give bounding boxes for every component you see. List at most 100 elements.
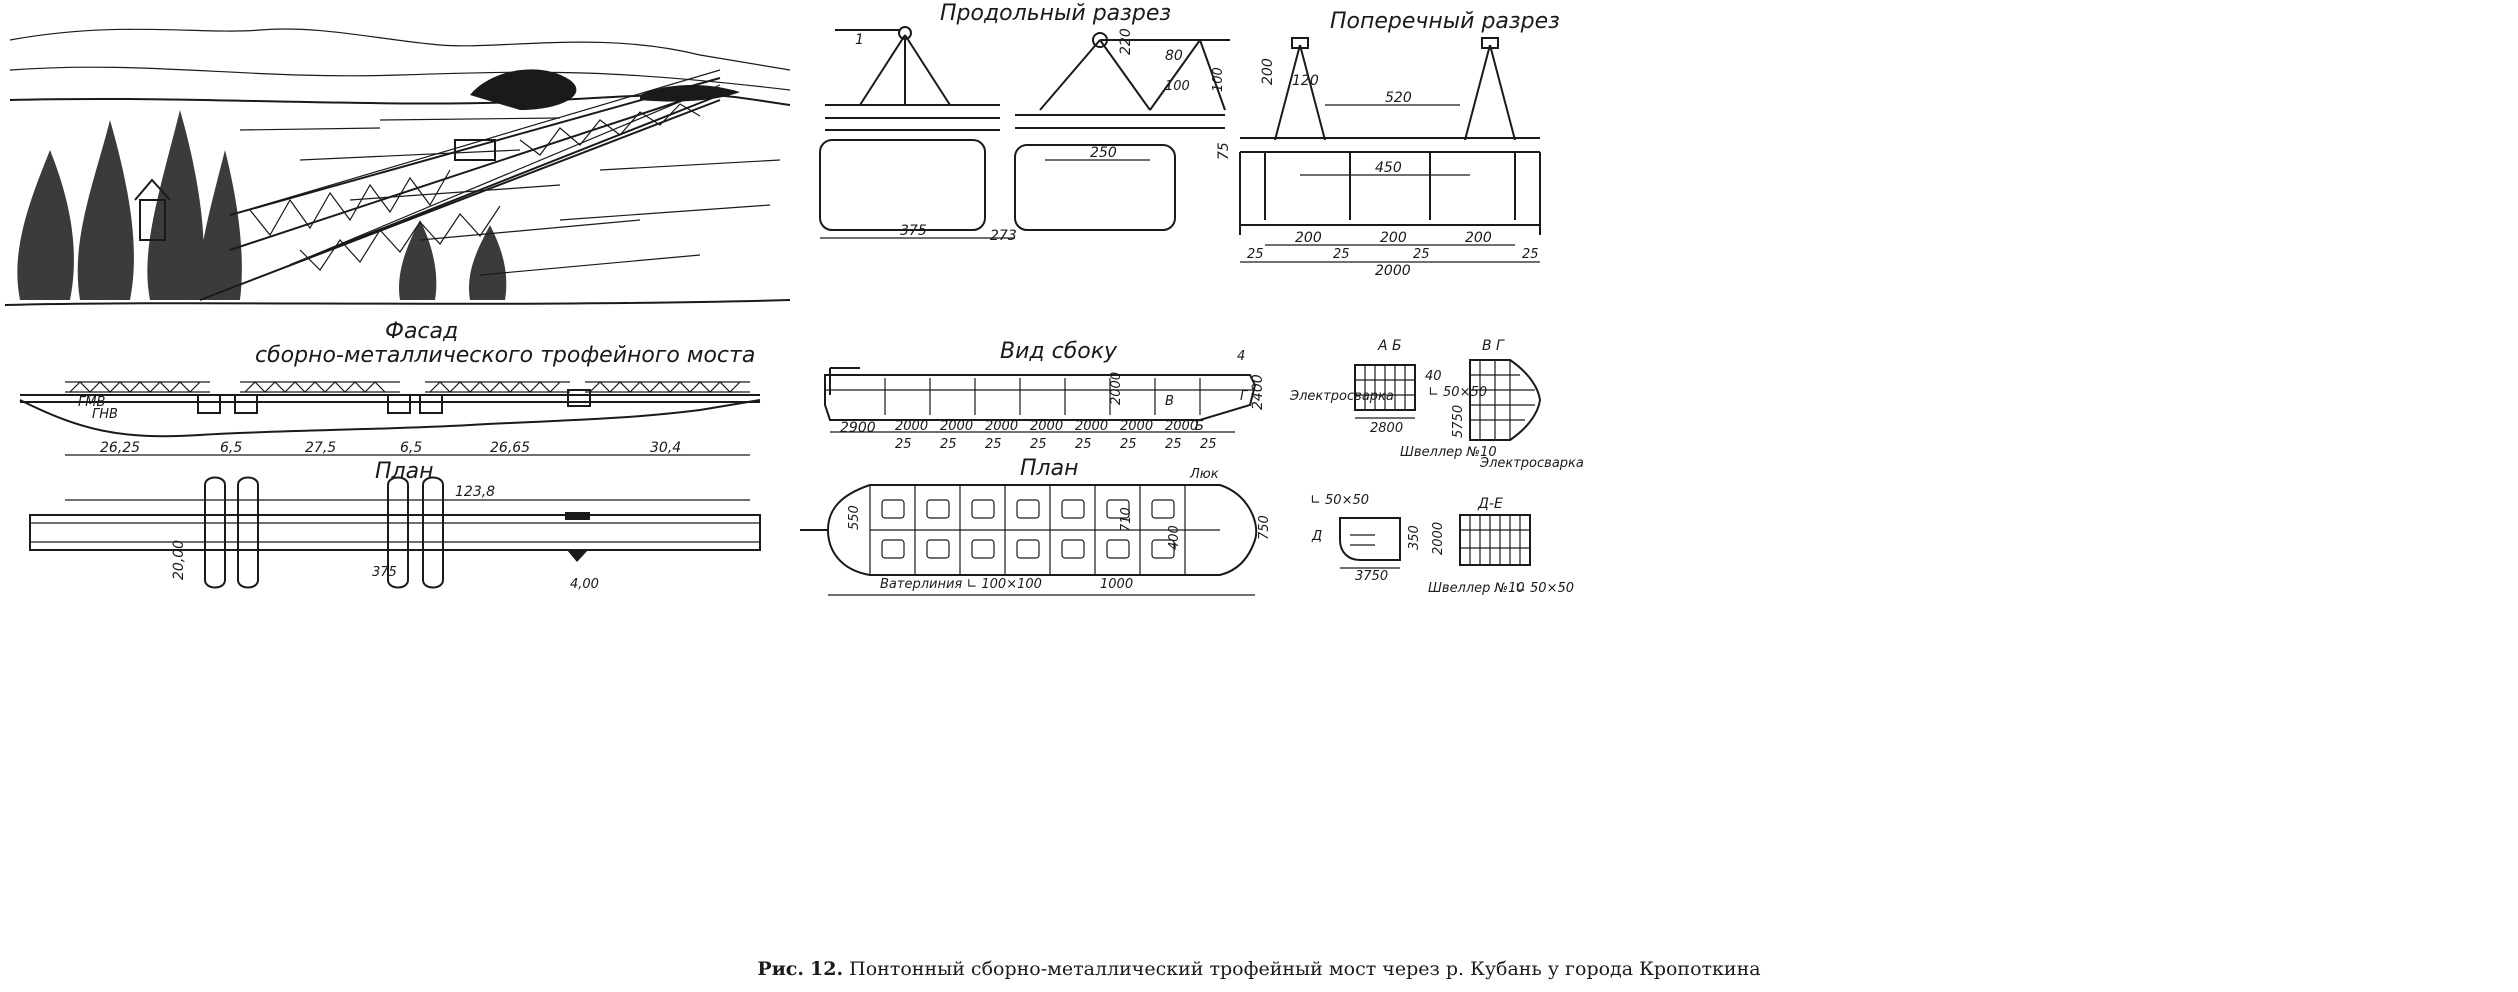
side-gap-7: 25 <box>1165 437 1182 452</box>
side-gap-8: 25 <box>1200 437 1217 452</box>
section-ab-angle: ∟ 50×50 <box>1428 385 1487 400</box>
plan2-d400: 400 <box>1167 525 1182 550</box>
cross-gap-4: 25 <box>1522 247 1539 262</box>
section-vg-shape <box>1469 359 1542 441</box>
facade-subtitle: сборно-металлического трофейного моста <box>255 343 755 368</box>
plan-deck <box>29 514 761 551</box>
side-gap-4: 25 <box>1030 437 1047 452</box>
side-gap-6: 25 <box>1120 437 1137 452</box>
side-span-7: 2000 <box>1165 419 1198 434</box>
section-de-box <box>1459 514 1531 566</box>
section-de-d350: 350 <box>1407 525 1422 550</box>
section-de-channel: Швеллер №10 <box>1428 581 1525 596</box>
section-ab-d2800: 2800 <box>1370 421 1403 436</box>
caption-text: Понтонный сборно-металлический трофейный… <box>849 958 1761 980</box>
section-de-d3750: 3750 <box>1355 569 1388 584</box>
side-mark-4: 4 <box>1237 349 1245 364</box>
section-ab: А Б Электросварка 40 ∟ 50×50 2800 Швелле… <box>1289 338 1497 460</box>
section-de-profile <box>1339 517 1401 561</box>
section-ab-d40: 40 <box>1425 369 1442 384</box>
cross-gap-2: 25 <box>1333 247 1350 262</box>
side-gap-2: 25 <box>940 437 957 452</box>
cross-gap-1: 25 <box>1247 247 1264 262</box>
perspective-sketch <box>4 28 791 306</box>
plan2-d750: 750 <box>1257 515 1272 540</box>
long-dim-250: 250 <box>1090 145 1117 161</box>
section-vg: В Г 5750 Электросварка <box>1451 338 1584 471</box>
side-span-4: 2000 <box>1030 419 1063 434</box>
pontoon-outline <box>826 484 1258 576</box>
cross-title: Поперечный разрез <box>1330 9 1560 34</box>
long-dim-100a: 100 <box>1165 79 1190 94</box>
side-span-6: 2000 <box>1120 419 1153 434</box>
side-first: 2900 <box>840 420 876 436</box>
joint-icon <box>898 26 912 40</box>
side-span-1: 2000 <box>895 419 928 434</box>
plan-view: План 123,8 20,00 375 4,00 <box>29 459 761 592</box>
cross-gap-3: 25 <box>1413 247 1430 262</box>
cross-span-1: 200 <box>1295 230 1322 246</box>
plan2-hatch: Люк <box>1189 467 1219 482</box>
section-de: Д-Е ∟ 50×50 Д 350 2000 3750 Швеллер №10 … <box>1310 493 1574 596</box>
section-de-d2000: 2000 <box>1431 522 1446 555</box>
facade-view: Фасад сборно-металлического трофейного м… <box>19 319 761 456</box>
side-span-2: 2000 <box>940 419 973 434</box>
plan-width: 20,00 <box>171 540 187 580</box>
caption-number: 12. <box>810 958 844 980</box>
figure-caption: Рис. 12. Понтонный сборно-металлический … <box>0 958 2518 980</box>
side-gap-5: 25 <box>1075 437 1092 452</box>
side-inner: 2000 <box>1109 372 1124 405</box>
pontoon-plan: План Люк 550 710 750 400 1000 Ватерлиния… <box>800 456 1272 596</box>
cross-dim-200v: 200 <box>1260 58 1276 85</box>
cross-dim-120: 120 <box>1292 73 1319 89</box>
long-dim-100b: 100 <box>1211 67 1226 92</box>
long-dim-80: 80 <box>1165 48 1183 64</box>
side-span-labels: 2000 2000 2000 2000 2000 2000 2000 <box>895 419 1198 434</box>
cross-dim-450: 450 <box>1375 160 1402 176</box>
long-dim-220: 220 <box>1118 28 1134 55</box>
cross-dim-520: 520 <box>1385 90 1412 106</box>
side-height: 2400 <box>1250 374 1266 410</box>
section-vg-d5750: 5750 <box>1451 405 1466 438</box>
facade-span-2: 6,5 <box>220 440 242 456</box>
side-span-5: 2000 <box>1075 419 1108 434</box>
section-ab-weld: Электросварка <box>1289 389 1394 404</box>
side-span-3: 2000 <box>985 419 1018 434</box>
section-de-title: Д-Е <box>1477 496 1503 512</box>
section-de-angle2: ∟ 50×50 <box>1515 581 1574 596</box>
section-de-mark: Д <box>1311 529 1322 544</box>
plan2-d550: 550 <box>847 505 862 530</box>
cross-span-3: 200 <box>1465 230 1492 246</box>
side-mark-b: Б <box>1195 419 1204 434</box>
facade-span-5: 26,65 <box>490 440 530 456</box>
joint-icon <box>1092 32 1108 48</box>
side-gap-3: 25 <box>985 437 1002 452</box>
section-ab-title: А Б <box>1377 338 1402 354</box>
facade-gnv: ГНВ <box>92 407 118 422</box>
section-vg-title: В Г <box>1482 338 1505 354</box>
long-dim-273: 273 <box>990 228 1017 244</box>
section-de-angle: ∟ 50×50 <box>1310 493 1369 508</box>
longitudinal-section: Продольный разрез 1 375 273 220 80 100 1… <box>819 1 1230 244</box>
plan-dim-375: 375 <box>372 565 397 580</box>
plan-dim-400: 4,00 <box>570 577 599 592</box>
side-title: Вид сбоку <box>1000 339 1118 364</box>
plan-total: 123,8 <box>455 484 495 500</box>
longitudinal-title: Продольный разрез <box>940 1 1171 26</box>
cross-section: Поперечный разрез 200 120 520 450 75 200… <box>1216 9 1560 279</box>
plan2-d710: 710 <box>1119 507 1134 532</box>
cross-span-2: 200 <box>1380 230 1407 246</box>
facade-span-4: 6,5 <box>400 440 422 456</box>
long-dim-375: 375 <box>900 223 927 239</box>
cross-dim-75: 75 <box>1216 142 1232 160</box>
side-mark-v: В <box>1165 394 1174 409</box>
long-mark-1: 1 <box>855 32 864 48</box>
side-mark-g: Г <box>1240 389 1249 404</box>
plan2-waterline: Ватерлиния ∟ 100×100 <box>880 577 1042 592</box>
section-vg-weld: Электросварка <box>1479 456 1584 471</box>
facade-span-6: 30,4 <box>650 440 681 456</box>
